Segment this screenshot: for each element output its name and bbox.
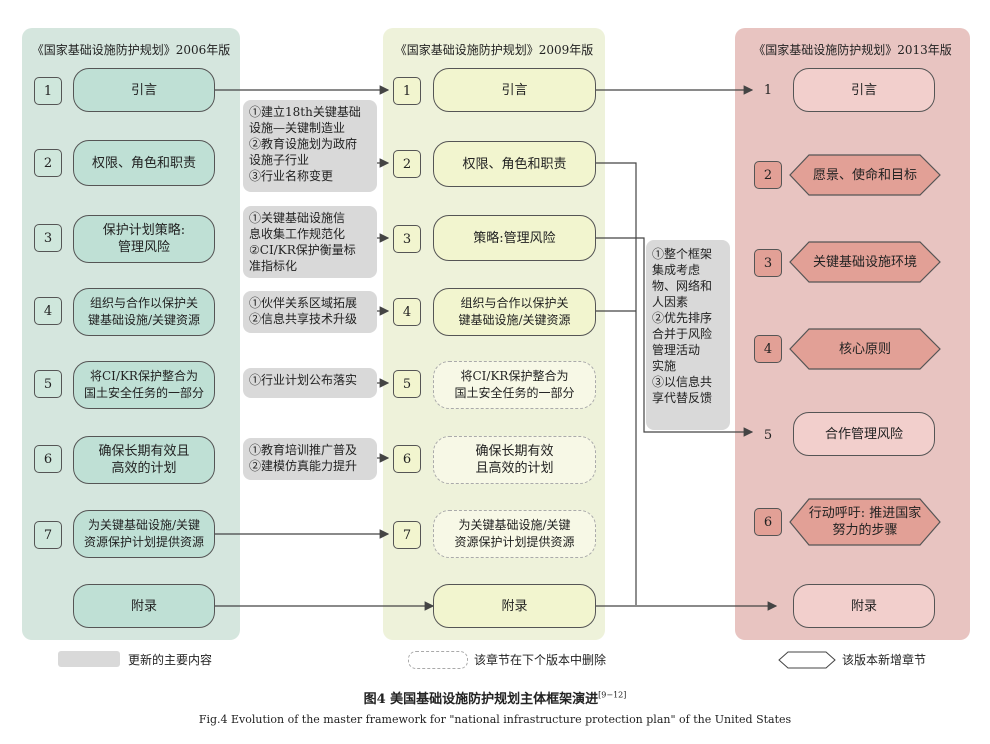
update-box-5: ①教育培训推广普及 ②建模仿真能力提升 [243, 438, 377, 480]
chapter-2009-3: 策略:管理风险 [433, 215, 596, 261]
chapter-2013-3: 关键基础设施环境 [812, 254, 917, 270]
legend-dashed-label: 该章节在下个版本中删除 [474, 653, 607, 667]
num-2009-2: 2 [393, 150, 421, 178]
num-2006-6: 6 [34, 445, 62, 473]
chapter-2009-1: 引言 [433, 68, 596, 112]
chapter-2013-4: 核心原则 [838, 341, 891, 357]
chapter-2013-6: 行动呼吁: 推进国家 努力的步骤 [808, 506, 922, 538]
legend-hex-label: 该版本新增章节 [842, 653, 927, 667]
chapter-2006-6: 确保长期有效且 高效的计划 [73, 436, 215, 484]
chapter-2009-appendix: 附录 [433, 584, 596, 628]
figure-caption-english: Fig.4 Evolution of the master framework … [198, 713, 792, 726]
chapter-2013-2: 愿景、使命和目标 [812, 167, 917, 183]
chapter-2006-4: 组织与合作以保护关 键基础设施/关键资源 [73, 288, 215, 336]
update-box-1: ①建立18th关键基础 设施—关键制造业 ②教育设施划为政府 设施子行业 ③行业… [243, 100, 377, 192]
num-2013-5: 5 [763, 427, 773, 443]
update-box-6: ①整个框架 集成考虑 物、网络和 人因素 ②优先排序 合并于风险 管理活动 实施… [646, 240, 730, 430]
num-2006-7: 7 [34, 521, 62, 549]
num-2006-2: 2 [34, 149, 62, 177]
chapter-2013-5: 合作管理风险 [793, 412, 935, 456]
chapter-2009-6: 确保长期有效 且高效的计划 [433, 436, 596, 484]
legend-gray-label: 更新的主要内容 [128, 653, 213, 667]
update-box-4: ①行业计划公布落实 [243, 368, 377, 398]
chapter-2006-5: 将CI/KR保护整合为 国土安全任务的一部分 [73, 361, 215, 409]
chapter-2006-3: 保护计划策略: 管理风险 [73, 215, 215, 263]
num-2006-4: 4 [34, 297, 62, 325]
merge-line-3 [594, 237, 754, 437]
num-2009-6: 6 [393, 445, 421, 473]
chapter-2013-1: 引言 [793, 68, 935, 112]
num-2013-2: 2 [754, 161, 782, 189]
legend-hex-swatch [778, 651, 836, 669]
num-2009-7: 7 [393, 521, 421, 549]
chapter-2006-2: 权限、角色和职责 [73, 140, 215, 186]
num-2006-5: 5 [34, 370, 62, 398]
merge-line-2 [594, 162, 637, 605]
panel-title-2006: 《国家基础设施防护规划》2006年版 [31, 43, 231, 57]
num-2009-4: 4 [393, 298, 421, 326]
num-2013-4: 4 [754, 335, 782, 363]
num-2009-3: 3 [393, 225, 421, 253]
new-chapter-hex-3 [789, 241, 941, 283]
num-2013-1: 1 [763, 82, 773, 98]
figure-caption: 图4 美国基础设施防护规划主体框架演进[9−12] [0, 688, 990, 707]
chapter-2009-2: 权限、角色和职责 [433, 141, 596, 187]
new-chapter-hex-4 [789, 328, 941, 370]
update-box-3: ①伙伴关系区域拓展 ②信息共享技术升级 [243, 291, 377, 333]
panel-title-2013: 《国家基础设施防护规划》2013年版 [753, 43, 952, 57]
chapter-2006-1: 引言 [73, 68, 215, 112]
panel-title-2009: 《国家基础设施防护规划》2009年版 [394, 43, 594, 57]
chapter-2009-4: 组织与合作以保护关 键基础设施/关键资源 [433, 288, 596, 336]
chapter-2013-appendix: 附录 [793, 584, 935, 628]
num-2009-1: 1 [393, 77, 421, 105]
new-chapter-hex-6 [789, 498, 941, 546]
new-chapter-hex-2 [789, 154, 941, 196]
num-2006-3: 3 [34, 224, 62, 252]
num-2013-6: 6 [754, 508, 782, 536]
update-box-2: ①关键基础设施信 息收集工作规范化 ②CI/KR保护衡量标 准指标化 [243, 206, 377, 278]
legend-dashed-swatch [408, 651, 468, 669]
chapter-2009-7: 为关键基础设施/关键 资源保护计划提供资源 [433, 510, 596, 558]
chapter-2006-7: 为关键基础设施/关键 资源保护计划提供资源 [73, 510, 215, 558]
legend-gray-swatch [58, 651, 120, 667]
num-2013-3: 3 [754, 249, 782, 277]
chapter-2009-5: 将CI/KR保护整合为 国土安全任务的一部分 [433, 361, 596, 409]
chapter-2006-appendix: 附录 [73, 584, 215, 628]
caption-title: 图4 美国基础设施防护规划主体框架演进 [363, 692, 599, 707]
num-2006-1: 1 [34, 77, 62, 105]
caption-ref: [9−12] [598, 690, 627, 700]
num-2009-5: 5 [393, 370, 421, 398]
